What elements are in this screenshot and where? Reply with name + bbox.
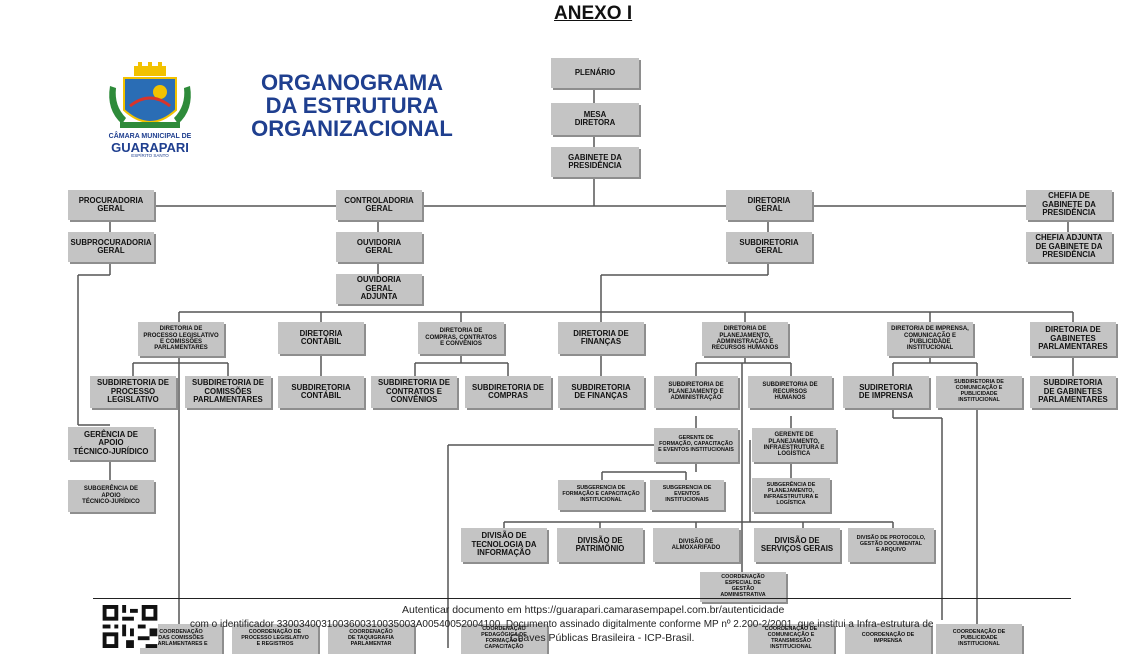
box-dir-gabinetes: DIRETORIA DE GABINETES PARLAMENTARES	[1030, 322, 1116, 356]
box-gerente-formacao: GERENTE DE FORMAÇÃO, CAPACITAÇÃO E EVENT…	[654, 428, 738, 462]
box-diretoria-geral: DIRETORIA GERAL	[726, 190, 812, 220]
footer-divider	[93, 598, 1071, 599]
box-dir-processo-legislativo: DIRETORIA DE PROCESSO LEGISLATIVO E COMI…	[138, 322, 224, 356]
qr-code-icon[interactable]	[102, 605, 158, 648]
box-chefia-gabinete: CHEFIA DE GABINETE DA PRESIDÊNCIA	[1026, 190, 1112, 220]
left-branch-icon	[109, 86, 126, 124]
box-sub-planejamento: SUBDIRETORIA DE PLANEJAMENTO E ADMINISTR…	[654, 376, 738, 408]
box-subger-formacao: SUBGERENCIA DE FORMAÇÃO E CAPACITAÇÃO IN…	[558, 480, 644, 510]
footer-icp-brasil: Chaves Públicas Brasileira - ICP-Brasil.	[510, 632, 695, 644]
box-dir-imprensa: DIRETORIA DE IMPRENSA, COMUNICAÇÃO E PUB…	[887, 322, 973, 356]
box-coord-publicidade: COORDENAÇÃO DE PUBLICIDADE INSTITUCIONAL	[936, 624, 1022, 654]
box-subger-eventos: SUBGERENCIA DE EVENTOS INSTITUCIONAIS	[650, 480, 724, 510]
box-coord-gestao: COORDENAÇÃO ESPECIAL DE GESTÃO ADMINISTR…	[700, 572, 786, 602]
crown-icon	[134, 66, 166, 76]
box-div-patrimonio: DIVISÃO DE PATRIMÔNIO	[557, 528, 643, 562]
box-dir-financas: DIRETORIA DE FINANÇAS	[558, 322, 644, 354]
right-branch-icon	[174, 86, 191, 124]
box-dir-planejamento: DIRETORIA DE PLANEJAMENTO, ADMINISTRAÇÃO…	[702, 322, 788, 356]
box-subger-planejamento: SUBGERÊNCIA DE PLANEJAMENTO, INFRAESTRUT…	[752, 478, 830, 512]
logo-text-state: ESPÍRITO SANTO	[131, 153, 169, 158]
box-sub-rh: SUBDIRETORIA DE RECURSOS HUMANOS	[748, 376, 832, 408]
box-dir-contabil: DIRETORIA CONTÁBIL	[278, 322, 364, 354]
box-mesa-diretora: MESA DIRETORA	[551, 103, 639, 135]
chart-title: ORGANOGRAMA DA ESTRUTURA ORGANIZACIONAL	[251, 70, 453, 142]
box-div-protocolo: DIVISÃO DE PROTOCOLO, GESTÃO DOCUMENTAL …	[848, 528, 934, 562]
box-ouvidoria: OUVIDORIA GERAL	[336, 232, 422, 262]
box-subgerencia-apoio: SUBGERÊNCIA DE APOIO TÉCNICO-JURÍDICO	[68, 480, 154, 512]
box-div-almoxarifado: DIVISÃO DE ALMOXARIFADO	[653, 528, 739, 562]
box-sub-processo: SUBDIRETORIA DE PROCESSO LEGISLATIVO	[90, 376, 176, 408]
footer-authentication-url: Autenticar documento em https://guarapar…	[402, 604, 785, 616]
box-chefia-adjunta: CHEFIA ADJUNTA DE GABINETE DA PRESIDÊNCI…	[1026, 232, 1112, 262]
box-ouvidoria-adjunta: OUVIDORIA GERAL ADJUNTA	[336, 274, 422, 304]
footer-identifier: com o identificador 33003400310036003100…	[190, 619, 934, 630]
box-gabinete-presidencia: GABINETE DA PRESIDÊNCIA	[551, 147, 639, 177]
box-sub-comissoes: SUBDIRETORIA DE COMISSÕES PARLAMENTARES	[185, 376, 271, 408]
box-procuradoria: PROCURADORIA GERAL	[68, 190, 154, 220]
box-sub-gabinetes: SUBDIRETORIA DE GABINETES PARLAMENTARES	[1030, 376, 1116, 408]
box-plenario: PLENÁRIO	[551, 58, 639, 88]
logo-text-guarapari: GUARAPARI	[111, 140, 189, 155]
box-sub-contabil: SUBDIRETORIA CONTÁBIL	[278, 376, 364, 408]
box-sub-compras: SUBDIRETORIA DE COMPRAS	[465, 376, 551, 408]
box-subprocuradoria: SUBPROCURADORIA GERAL	[68, 232, 154, 262]
box-div-servicos: DIVISÃO DE SERVIÇOS GERAIS	[754, 528, 840, 562]
coat-of-arms-logo	[109, 62, 191, 128]
box-gerencia-apoio: GERÊNCIA DE APOIO TÉCNICO-JURÍDICO	[68, 427, 154, 460]
box-sub-contratos: SUBDIRETORIA DE CONTRATOS E CONVÊNIOS	[371, 376, 457, 408]
box-controladoria: CONTROLADORIA GERAL	[336, 190, 422, 220]
box-dir-compras: DIRETORIA DE COMPRAS, CONTRATOS E CONVÊN…	[418, 322, 504, 354]
box-sub-financas: SUBDIRETORIA DE FINANÇAS	[558, 376, 644, 408]
box-div-tecnologia: DIVISÃO DE TECNOLOGIA DA INFORMAÇÃO	[461, 528, 547, 562]
box-subdiretoria-geral: SUBDIRETORIA GERAL	[726, 232, 812, 262]
box-gerente-planejamento: GERENTE DE PLANEJAMENTO, INFRAESTRUTURA …	[752, 428, 836, 462]
box-sub-comunicacao: SUBDIRETORIA DE COMUNICAÇÃO E PUBLICIDAD…	[936, 376, 1022, 408]
box-sub-imprensa: SUDIRETORIA DE IMPRENSA	[843, 376, 929, 408]
logo-text-camara: CÂMARA MUNICIPAL DE	[108, 133, 192, 140]
annex-title: ANEXO I	[554, 3, 633, 24]
